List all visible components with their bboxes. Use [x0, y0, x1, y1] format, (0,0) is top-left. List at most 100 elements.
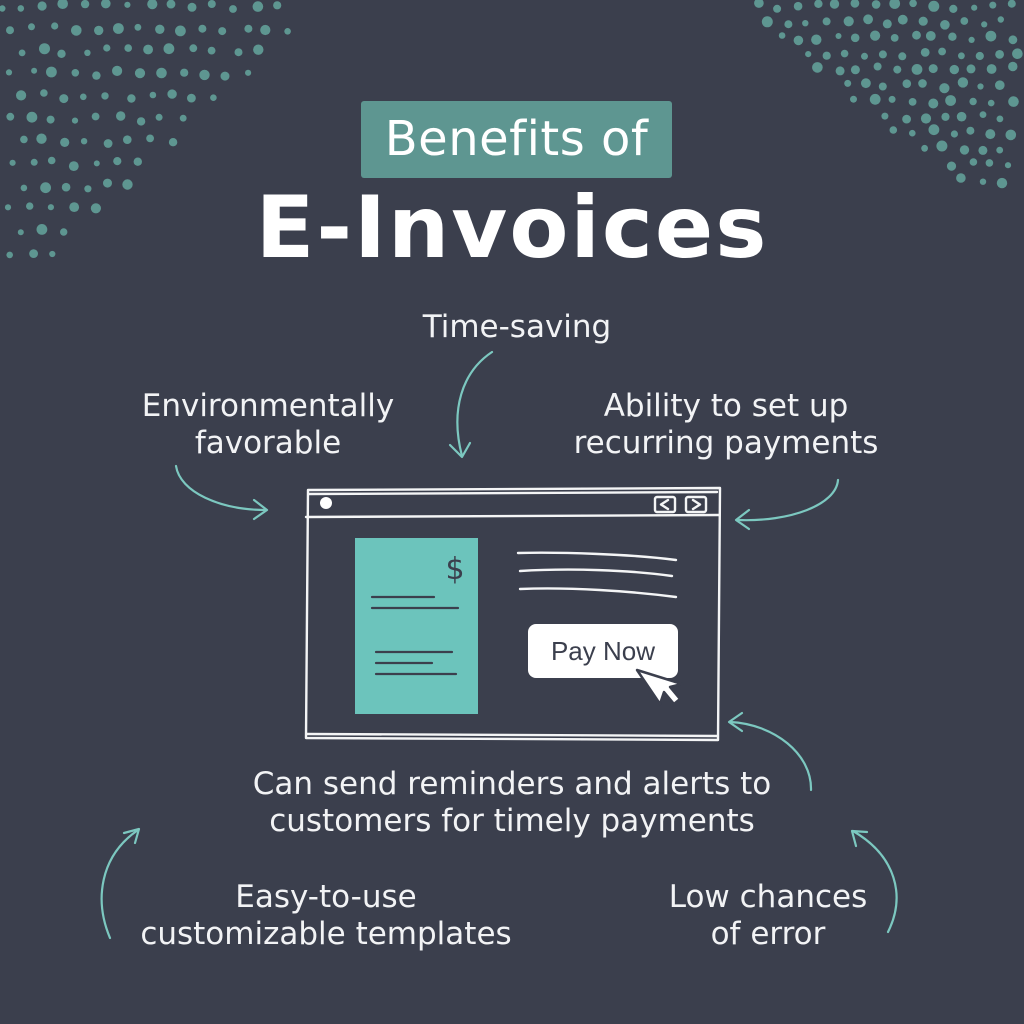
decorative-dot — [969, 158, 978, 166]
decorative-dot — [1008, 96, 1019, 107]
decorative-dot — [850, 0, 860, 8]
decorative-dot — [46, 115, 55, 124]
decorative-dot — [1005, 129, 1017, 141]
decorative-dot — [893, 65, 902, 74]
decorative-dot — [773, 4, 782, 13]
decorative-dot — [966, 64, 976, 74]
decorative-dot — [977, 83, 984, 90]
curved-arrow-icon — [456, 350, 494, 458]
decorative-dot — [802, 20, 809, 27]
decorative-dot — [57, 0, 68, 9]
decorative-dot — [956, 111, 967, 122]
benefit-reminders-line1: Can send reminders and alerts to — [252, 766, 772, 802]
decorative-dot — [9, 159, 16, 166]
decorative-dot — [30, 158, 38, 166]
decorative-dot — [822, 17, 831, 26]
decorative-dot — [956, 173, 966, 183]
decorative-dot — [996, 177, 1008, 189]
decorative-dot — [969, 97, 977, 106]
decorative-dot — [127, 94, 136, 103]
decorative-dot — [123, 135, 132, 144]
decorative-dot — [189, 44, 198, 53]
decorative-dot — [814, 0, 823, 8]
decorative-dot — [31, 67, 38, 74]
decorative-dot — [80, 138, 88, 145]
decorative-dot — [71, 69, 80, 77]
decorative-dot — [253, 44, 264, 55]
decorative-dot — [997, 16, 1004, 23]
decorative-dot — [986, 64, 997, 74]
decorative-dot — [284, 28, 291, 35]
decorative-dot — [26, 111, 38, 123]
decorative-dot — [245, 69, 252, 76]
page-title: E-Invoices — [255, 178, 769, 278]
decorative-dot — [850, 65, 860, 75]
decorative-dot — [882, 19, 892, 29]
decorative-dot — [949, 4, 958, 14]
decorative-dot — [5, 69, 13, 76]
decorative-dot — [979, 111, 987, 118]
decorative-dot — [835, 66, 845, 76]
decorative-dot — [122, 179, 133, 190]
decorative-dot — [40, 182, 51, 194]
decorative-dot — [850, 33, 860, 43]
decorative-dot — [949, 64, 959, 75]
decorative-dot — [946, 161, 957, 171]
decorative-dot — [155, 24, 165, 34]
decorative-dot — [890, 34, 899, 42]
pay-now-button[interactable]: Pay Now — [528, 624, 678, 678]
decorative-dot — [20, 184, 28, 192]
decorative-dot — [210, 94, 217, 101]
decorative-dot — [179, 114, 187, 122]
decorative-dot — [143, 44, 154, 55]
decorative-dot — [902, 114, 911, 124]
decorative-dot — [968, 36, 975, 44]
decorative-dot — [822, 51, 831, 60]
decorative-dot — [936, 140, 948, 152]
decorative-dot — [133, 157, 142, 166]
decorative-dot — [229, 5, 237, 13]
decorative-dot — [17, 229, 24, 236]
decorative-dot — [878, 50, 887, 59]
decorative-dot — [26, 202, 34, 210]
decorative-dot — [6, 26, 14, 35]
decorative-dot — [889, 0, 901, 9]
benefit-errors-line2: of error — [710, 916, 826, 952]
decorative-dot — [112, 65, 123, 76]
benefit-recurring-line2: recurring payments — [573, 425, 879, 461]
decorative-dot — [47, 204, 55, 211]
decorative-dot — [996, 146, 1004, 154]
decorative-dot — [911, 64, 923, 75]
decorative-dot — [90, 203, 101, 214]
decorative-dot — [881, 112, 889, 120]
decorative-dot — [995, 80, 1005, 90]
decorative-dot — [36, 133, 47, 144]
decorative-dot — [873, 62, 882, 71]
decorative-dot — [754, 0, 764, 8]
decorative-dot — [134, 23, 142, 31]
benefit-recurring-line1: Ability to set up — [603, 388, 849, 424]
decorative-dot — [918, 16, 928, 26]
decorative-dot — [958, 52, 965, 60]
decorative-dot — [987, 99, 995, 107]
decorative-dot — [918, 79, 927, 88]
decorative-dot — [180, 68, 189, 77]
decorative-dot — [113, 157, 122, 166]
curved-arrow-icon — [728, 720, 813, 792]
decorative-dot — [101, 92, 109, 100]
decorative-dot — [187, 93, 196, 103]
decorative-dot — [220, 71, 230, 81]
decorative-dot — [861, 78, 871, 89]
decorative-dot — [155, 113, 163, 121]
decorative-dot — [863, 14, 873, 25]
decorative-dot — [4, 204, 12, 211]
decorative-dot — [995, 50, 1004, 59]
decorative-dot — [37, 1, 47, 11]
decorative-dot — [870, 30, 881, 41]
decorative-dot — [989, 1, 997, 9]
decorative-dot — [840, 49, 849, 58]
decorative-dot — [996, 115, 1004, 123]
